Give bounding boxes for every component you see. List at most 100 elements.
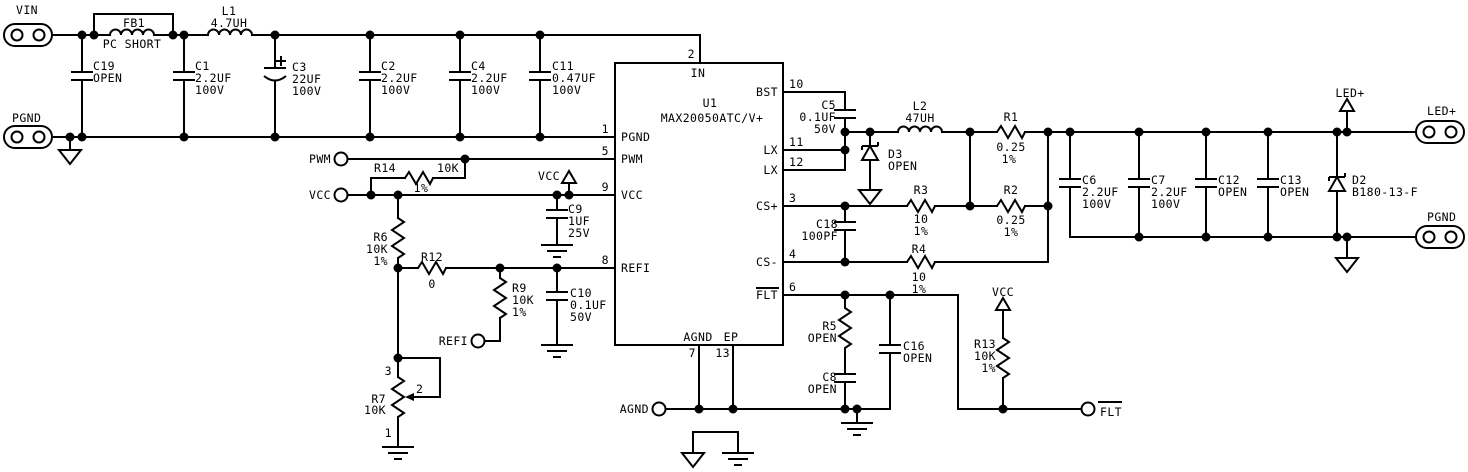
r1-value: 0.25 xyxy=(996,140,1025,154)
fb1-value: PC SHORT xyxy=(103,37,162,51)
agnd-rail-ground-symbol xyxy=(840,422,874,436)
r5-ref: R5 xyxy=(822,319,837,333)
d3-diode-symbol xyxy=(861,141,879,161)
c11-rating: 100V xyxy=(552,83,581,97)
c5-ref: C5 xyxy=(821,98,836,112)
r6-ref: R6 xyxy=(373,230,388,244)
led-flag-label: LED+ xyxy=(1335,86,1364,100)
pgnd-output-connector-label: PGND xyxy=(1427,210,1456,224)
flt-terminal xyxy=(1080,401,1096,417)
r4-ref: R4 xyxy=(912,242,927,256)
c4-value: 2.2UF xyxy=(471,71,508,85)
d2-ref: D2 xyxy=(1352,173,1367,187)
r6-value: 10K xyxy=(366,242,388,256)
u1-pin-vcc-name: VCC xyxy=(621,188,643,202)
r5-resistor-symbol xyxy=(838,307,852,349)
vcc-terminal-label: VCC xyxy=(309,188,331,202)
c1-ref: C1 xyxy=(195,59,210,73)
r6-tol: 1% xyxy=(373,254,388,268)
r13-ref: R13 xyxy=(974,337,996,351)
u1-pin-csp-name: CS+ xyxy=(756,199,778,213)
pgnd-output-ground-symbol xyxy=(1335,257,1359,273)
vcc-flag-label-c9: VCC xyxy=(538,169,560,183)
d2-value: B180-13-F xyxy=(1352,185,1418,199)
fb1-ferrite-bead-symbol xyxy=(109,28,155,36)
u1-pin-csp-num: 3 xyxy=(789,191,796,205)
c10-rating: 50V xyxy=(570,310,592,324)
c18-ref: C18 xyxy=(816,217,838,231)
r9-ref: R9 xyxy=(512,281,527,295)
r3-ref: R3 xyxy=(914,183,929,197)
c3-ref: C3 xyxy=(292,60,307,74)
c12-capacitor-symbol xyxy=(1194,178,1218,188)
c12-ref: C12 xyxy=(1218,173,1240,187)
u1-pin-agnd-name: AGND xyxy=(683,330,712,344)
u1-pin-bst-name: BST xyxy=(756,85,778,99)
refi-terminal xyxy=(470,333,486,349)
c5-capacitor-symbol xyxy=(833,109,857,119)
r5-value: OPEN xyxy=(808,331,837,345)
c7-rating: 100V xyxy=(1151,197,1180,211)
pgnd-input-ground-symbol xyxy=(58,149,82,165)
c6-ref: C6 xyxy=(1082,173,1097,187)
vcc-terminal xyxy=(333,187,349,203)
c6-value: 2.2UF xyxy=(1082,185,1119,199)
u1-pin-agnd-num: 7 xyxy=(689,346,696,360)
flt-terminal-label: FLT xyxy=(1100,405,1122,419)
r14-value: 10K xyxy=(437,161,459,175)
r2-ref: R2 xyxy=(1004,183,1019,197)
c7-value: 2.2UF xyxy=(1151,185,1188,199)
u1-pin-lx2-num: 12 xyxy=(789,155,804,169)
r12-ref: R12 xyxy=(421,250,443,264)
earth-tie-ground-symbol xyxy=(721,452,755,466)
r6-resistor-symbol xyxy=(391,217,405,259)
c16-ref: C16 xyxy=(903,339,925,353)
led-output-connector xyxy=(1415,120,1465,144)
r9-tol: 1% xyxy=(512,305,527,319)
c10-value: 0.1UF xyxy=(570,298,607,312)
pwm-terminal-label: PWM xyxy=(309,152,331,166)
pwm-terminal xyxy=(333,151,349,167)
r12-value: 0 xyxy=(428,277,435,291)
u1-pin-ep-num: 13 xyxy=(715,346,730,360)
c13-value: OPEN xyxy=(1280,185,1309,199)
r13-resistor-symbol xyxy=(996,337,1010,379)
r7-value: 10K xyxy=(364,403,386,417)
r9-resistor-symbol xyxy=(493,277,507,319)
c5-rating: 50V xyxy=(814,122,836,136)
u1-pin-ep-name: EP xyxy=(724,330,739,344)
r14-ref: R14 xyxy=(374,161,396,175)
refi-terminal-label: REFI xyxy=(439,334,468,348)
c4-ref: C4 xyxy=(471,59,486,73)
u1-pin-in-num: 2 xyxy=(688,47,695,61)
pgnd-output-connector xyxy=(1415,225,1465,249)
vin-connector xyxy=(3,23,53,47)
r3-resistor-symbol xyxy=(906,199,936,213)
junction-dots xyxy=(65,30,1352,414)
labels: VIN PGND LED+ PGND PWM VCC REFI AGND FLT… xyxy=(12,3,1456,440)
r14-tol: 1% xyxy=(414,181,429,195)
c4-capacitor-symbol xyxy=(448,71,472,81)
vcc-flag-label-r13: VCC xyxy=(992,285,1014,299)
c3-capacitor-symbol xyxy=(263,67,287,82)
c11-value: 0.47UF xyxy=(552,71,596,85)
c9-capacitor-symbol xyxy=(545,209,569,219)
r7-ref: R7 xyxy=(371,392,386,406)
c2-value: 2.2UF xyxy=(381,71,418,85)
c7-ref: C7 xyxy=(1151,173,1166,187)
u1-pin-pwm-num: 5 xyxy=(602,144,609,158)
c5-value: 0.1UF xyxy=(799,110,836,124)
wires xyxy=(51,13,1417,454)
r7-ground-symbol xyxy=(381,446,415,460)
vin-connector-label: VIN xyxy=(16,3,38,17)
r4-resistor-symbol xyxy=(906,255,936,269)
c2-ref: C2 xyxy=(381,59,396,73)
r9-value: 10K xyxy=(512,293,534,307)
l2-ref: L2 xyxy=(913,99,928,113)
c2-capacitor-symbol xyxy=(358,71,382,81)
c10-ground-symbol xyxy=(540,344,574,358)
r7-pin2-label: 2 xyxy=(416,382,423,396)
pgnd-input-connector-label: PGND xyxy=(12,111,41,125)
l1-value: 4.7UH xyxy=(211,16,248,30)
